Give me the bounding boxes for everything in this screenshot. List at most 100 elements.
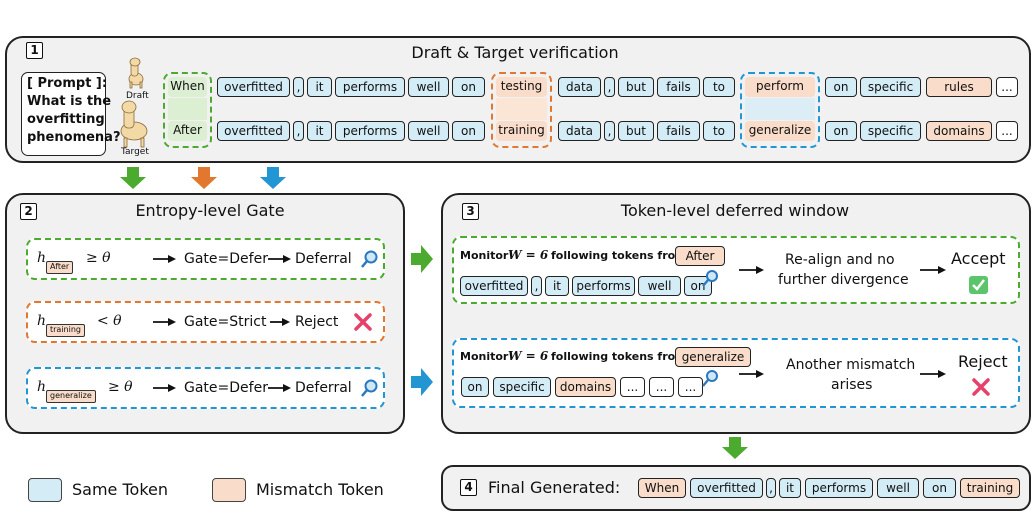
draft-token: ,: [293, 77, 304, 97]
mismatch-fill-blue: [745, 98, 815, 120]
down-arrow-final: [722, 437, 748, 459]
draft-llama-icon: [128, 57, 144, 89]
draft-token: but: [618, 77, 654, 97]
cross-icon: [354, 313, 372, 331]
magnifier-icon: [361, 250, 378, 268]
target-token: well: [408, 121, 449, 141]
window-token: performs: [572, 276, 635, 296]
gate-condition: ≥ θ: [108, 379, 133, 395]
draft-token: to: [703, 77, 735, 97]
draft-token: data: [558, 77, 601, 97]
magnifier-icon: [702, 370, 718, 387]
right-arrow-blue: [411, 368, 433, 396]
window-outcome: Reject: [958, 352, 1008, 371]
final-token: it: [779, 478, 801, 498]
mismatch-column-blue: [740, 72, 820, 148]
final-token: well: [877, 478, 919, 498]
target-label: Target: [121, 147, 149, 157]
final-token: ,: [766, 478, 776, 498]
panel-3-number: 3: [462, 203, 479, 220]
window-token: specific: [493, 377, 551, 397]
draft-token: When: [168, 77, 207, 97]
window-token: on: [684, 276, 712, 296]
target-token: on: [825, 121, 857, 141]
gate-condition: < θ: [97, 313, 122, 329]
window-token: ...: [649, 377, 674, 397]
window-token: well: [638, 276, 681, 296]
cross-icon: [972, 378, 990, 396]
window-source-token: generalize: [675, 347, 751, 367]
window-description: arises: [831, 377, 873, 393]
draft-token: ...: [996, 77, 1018, 97]
draft-token: it: [307, 77, 332, 97]
target-token: training: [496, 121, 547, 141]
entropy-symbol: h: [37, 250, 47, 266]
down-arrow-blue: [260, 167, 286, 189]
window-size: W = 6: [508, 349, 549, 363]
panel-4-number: 4: [460, 479, 477, 496]
gate-result: Deferral: [295, 380, 352, 396]
mismatch-column-green: [163, 72, 212, 148]
mismatch-fill-orange: [496, 98, 547, 120]
final-token: performs: [805, 478, 873, 498]
panel-4-title: Final Generated:: [488, 478, 621, 497]
down-arrow-green: [120, 167, 146, 189]
draft-token: rules: [926, 77, 992, 97]
panel-2-title: Entropy-level Gate: [135, 201, 285, 220]
target-token: on: [452, 121, 485, 141]
target-token: to: [703, 121, 735, 141]
window-outcome: Accept: [951, 249, 1006, 268]
down-arrow-orange: [191, 167, 217, 189]
prompt-label: [ Prompt ]:: [27, 76, 108, 91]
draft-token: on: [825, 77, 857, 97]
window-token: ,: [531, 276, 542, 296]
entropy-subscript: generalize: [46, 390, 96, 403]
gate-row-generalize: [26, 367, 385, 409]
window-description: further divergence: [778, 272, 909, 288]
draft-label: Draft: [126, 91, 149, 101]
entropy-symbol: h: [37, 379, 47, 395]
draft-token: overfitted: [217, 77, 290, 97]
legend-mismatch-swatch: [212, 478, 246, 502]
window-description: Another mismatch: [786, 357, 916, 373]
check-icon: [969, 276, 988, 294]
final-token: on: [923, 478, 956, 498]
prompt-line-1: What is the: [27, 94, 112, 109]
draft-token: well: [408, 77, 449, 97]
target-token: overfitted: [217, 121, 290, 141]
gate-decision: Gate=Defer: [184, 380, 268, 396]
gate-condition: ≥ θ: [86, 250, 111, 266]
target-token: ,: [604, 121, 615, 141]
final-token: training: [960, 478, 1020, 498]
monitor-text: following tokens from: [551, 249, 687, 262]
window-token: ...: [678, 377, 703, 397]
prompt-box: [21, 72, 106, 156]
window-token: overfitted: [460, 276, 528, 296]
gate-result: Reject: [295, 314, 339, 330]
draft-token: specific: [860, 77, 921, 97]
panel-1-number: 1: [26, 42, 43, 59]
target-token: ...: [996, 121, 1018, 141]
window-token: it: [545, 276, 569, 296]
panel-3-title: Token-level deferred window: [620, 201, 850, 220]
legend-mismatch-label: Mismatch Token: [256, 480, 384, 499]
window-token: ...: [620, 377, 645, 397]
draft-token: testing: [496, 77, 547, 97]
target-token: fails: [657, 121, 700, 141]
final-token: When: [638, 478, 686, 498]
gate-decision: Gate=Strict: [184, 314, 267, 330]
prompt-line-3: phenomena?: [27, 130, 121, 145]
target-token: but: [618, 121, 654, 141]
draft-token: on: [452, 77, 485, 97]
target-token: After: [168, 121, 207, 141]
magnifier-icon: [702, 270, 718, 287]
gate-decision: Gate=Defer: [184, 251, 268, 267]
gate-result: Deferral: [295, 251, 352, 267]
entropy-subscript: After: [46, 261, 74, 274]
target-token: data: [558, 121, 601, 141]
panel-2-number: 2: [20, 203, 37, 220]
final-token: overfitted: [690, 478, 763, 498]
monitor-label: Monitor: [460, 249, 509, 262]
draft-token: fails: [657, 77, 700, 97]
target-token: performs: [335, 121, 405, 141]
